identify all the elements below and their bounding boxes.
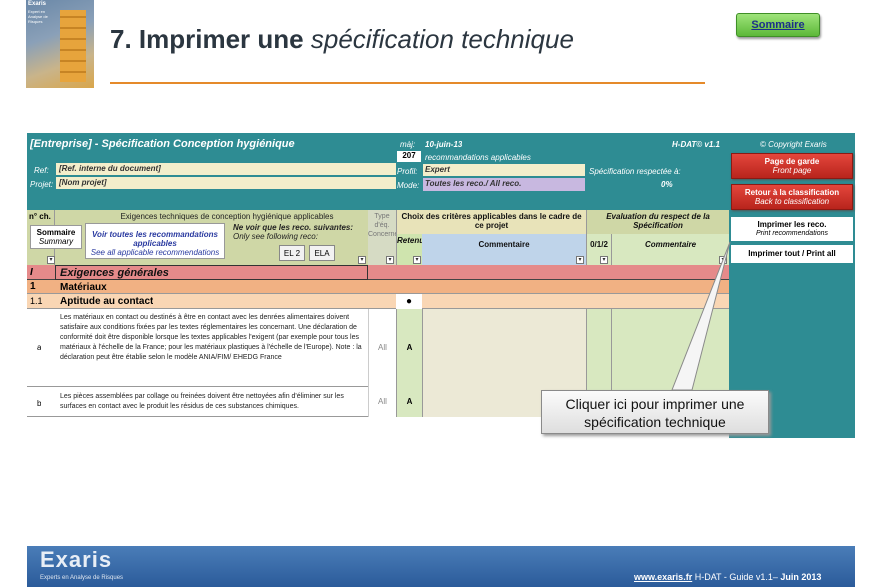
row-a-score[interactable]	[586, 309, 611, 387]
row-b	[27, 387, 368, 417]
footer-info: www.exaris.fr H-DAT - Guide v1.1– Juin 2…	[634, 572, 821, 582]
print-reco-fr: Imprimer les reco.	[757, 220, 827, 229]
row-I-num: I	[30, 268, 33, 277]
profil-select[interactable]: Expert	[423, 164, 585, 176]
mode-select[interactable]: Toutes les reco./ All reco.	[423, 178, 585, 191]
row-b-retenu[interactable]: A	[396, 387, 422, 417]
col-type-header: Type d'éq. Concerné	[368, 210, 396, 265]
footer-url-link[interactable]: www.exaris.fr	[634, 572, 693, 582]
filter-dropdown-commentaire[interactable]: ▾	[576, 256, 584, 264]
print-all-label: Imprimer tout / Print all	[748, 249, 836, 258]
footer-guide: H-DAT - Guide v1.1–	[692, 572, 781, 582]
retour-classification-button[interactable]: Retour à la classification Back to class…	[731, 184, 853, 210]
row-b-letter: b	[37, 399, 42, 408]
row-a-retenu[interactable]: A	[396, 309, 422, 387]
row-a-text: Les matériaux en contact ou destinés à ê…	[60, 314, 362, 361]
voir-toutes-fr: Voir toutes les recommandations applicab…	[92, 230, 218, 248]
sommaire-button[interactable]: Sommaire	[736, 13, 820, 37]
filter-dropdown-012[interactable]: ▾	[600, 256, 608, 264]
el2-chip[interactable]: EL 2	[279, 245, 305, 261]
copyright-label: © Copyright Exaris	[760, 140, 827, 149]
reco-count: 207	[397, 151, 421, 162]
sheet-right-panel	[729, 133, 855, 438]
page-de-garde-en: Front page	[772, 166, 812, 175]
print-reco-button[interactable]: Imprimer les reco. Print recommendations	[731, 217, 853, 241]
spec-resp-label: Spécification respectée à:	[589, 167, 681, 176]
bullet-marker: ●	[396, 294, 422, 309]
col-commentaire-header: Commentaire	[422, 234, 586, 265]
row-sub-1-1	[27, 294, 729, 309]
filter-dropdown-nch[interactable]: ▾	[47, 256, 55, 264]
page-title: 7. Imprimer une spécification technique	[110, 24, 574, 55]
footer-bar	[27, 546, 855, 587]
row-a-type: All	[368, 309, 396, 387]
sommaire-sheet-fr: Sommaire	[36, 228, 76, 237]
footer-date: Juin 2013	[780, 572, 822, 582]
row-1-label: Matériaux	[60, 282, 107, 293]
maj-date: 10-juin-13	[425, 140, 463, 149]
sommaire-sheet-en: Summary	[38, 237, 74, 246]
col-retenu-header: Retenu?	[396, 234, 422, 265]
row-I-selected-cell[interactable]	[55, 265, 368, 280]
reco-count-text: recommandations applicables	[425, 153, 531, 162]
title-divider	[110, 82, 705, 84]
ne-voir-en: Only see following reco:	[233, 232, 318, 241]
sommaire-sheet-button[interactable]: Sommaire Summary	[30, 225, 82, 249]
row-1-1-label: Aptitude au contact	[60, 296, 154, 307]
footer-logo: Exaris	[40, 547, 113, 572]
page-title-italic: spécification technique	[310, 24, 574, 54]
ref-label: Ref:	[34, 166, 49, 175]
maj-label: màj:	[400, 140, 416, 149]
page-de-garde-fr: Page de garde	[764, 157, 820, 166]
retour-fr: Retour à la classification	[744, 188, 840, 197]
col-012-header: 0/1/2	[586, 234, 611, 265]
header-logo-tagline: Expert en Analyse de Risques	[28, 9, 48, 24]
print-all-button[interactable]: Imprimer tout / Print all	[731, 245, 853, 263]
profil-label: Profil:	[397, 167, 418, 176]
callout-line2: spécification technique	[584, 414, 726, 430]
callout-pointer	[671, 241, 731, 391]
row-1-1-num: 1.1	[30, 297, 43, 306]
ela-chip[interactable]: ELA	[309, 245, 335, 261]
page-title-bold: 7. Imprimer une	[110, 24, 304, 54]
col-eval-header: Evaluation du respect de la Spécificatio…	[586, 210, 729, 234]
col-exigences-label: Exigences techniques de conception hygié…	[120, 212, 334, 221]
header-logo-image: Exaris Expert en Analyse de Risques	[26, 0, 94, 88]
projet-field[interactable]: [Nom projet]	[56, 177, 396, 189]
row-b-text: Les pièces assemblées par collage ou fre…	[60, 393, 344, 410]
filter-dropdown-exigences[interactable]: ▾	[358, 256, 366, 264]
spec-resp-value: 0%	[661, 180, 673, 189]
row-a	[27, 309, 368, 387]
jenga-stack-image	[60, 10, 86, 82]
sheet-title: [Entreprise] - Spécification Conception …	[30, 138, 295, 150]
col-choix-header: Choix des critères applicables dans le c…	[396, 210, 586, 234]
row-1-num: 1	[30, 282, 36, 291]
header-logo-label: Exaris	[28, 1, 47, 7]
voir-toutes-button[interactable]: Voir toutes les recommandations applicab…	[85, 223, 225, 259]
row-chapter-1	[27, 280, 729, 294]
version-label: H-DAT© v1.1	[672, 140, 720, 149]
projet-label: Projet:	[30, 180, 54, 189]
row-a-commentaire[interactable]	[422, 309, 586, 387]
col-commentaire2-header: Commentaire	[611, 234, 729, 265]
filter-dropdown-retenu[interactable]: ▾	[413, 256, 421, 264]
page-de-garde-button[interactable]: Page de garde Front page	[731, 153, 853, 179]
row-a-letter: a	[37, 343, 42, 352]
ref-field[interactable]: [Ref. interne du document]	[56, 163, 396, 175]
print-reco-en: Print recommendations	[756, 230, 828, 237]
row-b-type: All	[368, 387, 396, 417]
voir-toutes-en: See all applicable recommendations	[90, 248, 220, 257]
ne-voir-label: Ne voir que les reco. suivantes:	[233, 223, 354, 232]
retour-en: Back to classification	[754, 197, 830, 206]
row-section-I	[27, 265, 729, 280]
filter-dropdown-type[interactable]: ▾	[386, 256, 394, 264]
footer-tagline: Experts en Analyse de Risques	[40, 575, 124, 581]
callout-line1: Cliquer ici pour imprimer une	[565, 396, 745, 412]
row-I-label: Exigences générales	[60, 267, 169, 279]
mode-label: Mode:	[397, 181, 420, 190]
instruction-callout: Cliquer ici pour imprimer une spécificat…	[541, 390, 769, 434]
col-nch-label: n° ch.	[29, 212, 51, 221]
